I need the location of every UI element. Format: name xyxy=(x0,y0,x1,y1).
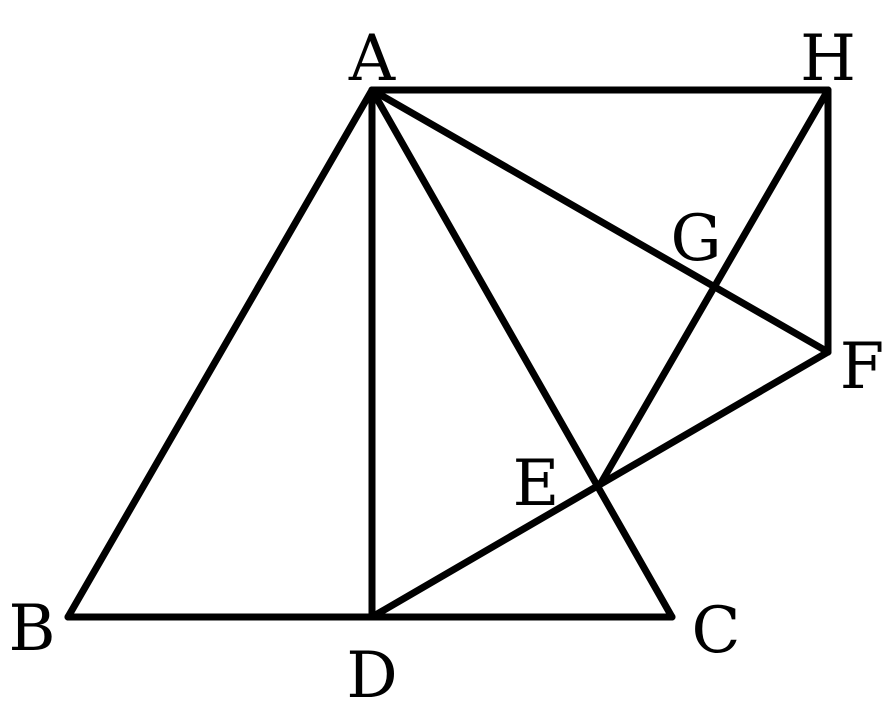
label-B: B xyxy=(8,592,55,666)
label-D: D xyxy=(346,639,397,713)
segments xyxy=(64,86,832,621)
label-F: F xyxy=(840,330,884,404)
segment-AC xyxy=(368,86,676,621)
label-G: G xyxy=(670,202,721,276)
segment-AB xyxy=(64,86,376,621)
segment-AF xyxy=(368,86,832,356)
label-A: A xyxy=(348,22,396,96)
point-labels: A H G F E B D C xyxy=(8,22,884,713)
label-E: E xyxy=(513,447,560,521)
label-H: H xyxy=(800,22,856,96)
label-C: C xyxy=(692,594,741,668)
segment-EH xyxy=(597,86,832,487)
